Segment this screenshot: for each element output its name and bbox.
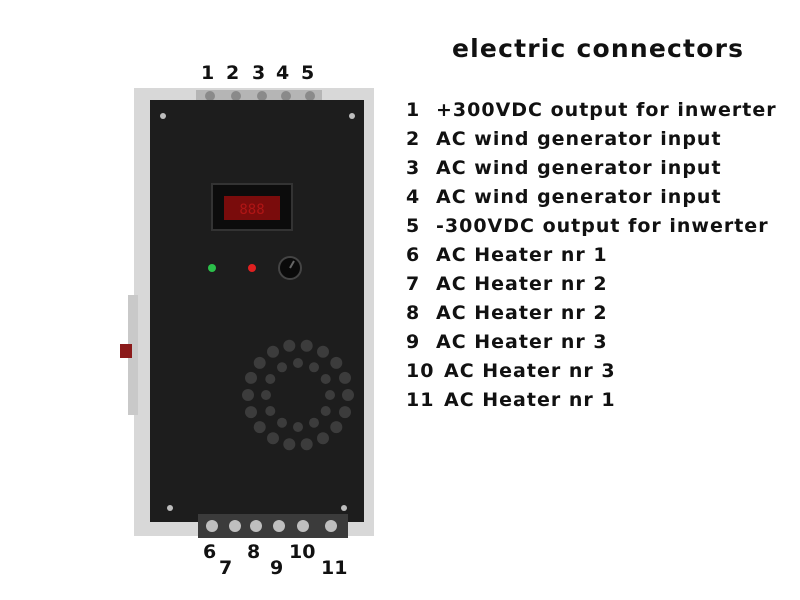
fan-hole xyxy=(265,374,276,384)
legend-item: 8 AC Heater nr 2 xyxy=(406,299,777,328)
black-panel xyxy=(150,100,364,522)
legend-text: AC Heater nr 2 xyxy=(436,273,608,295)
legend-text: AC wind generator input xyxy=(436,186,722,208)
fan-hole xyxy=(339,371,351,384)
fan-hole xyxy=(317,345,329,358)
legend-number: 1 xyxy=(406,99,421,121)
legend-number: 6 xyxy=(406,244,421,266)
top-connector-number: 1 xyxy=(201,62,215,84)
fan-grille xyxy=(242,339,354,451)
svg-text:888: 888 xyxy=(239,202,264,218)
fan-hole xyxy=(253,356,266,369)
fan-hole xyxy=(320,374,331,384)
legend-item: 10 AC Heater nr 3 xyxy=(406,357,777,386)
legend-item: 3 AC wind generator input xyxy=(406,154,777,183)
page-title: electric connectors xyxy=(452,34,745,63)
legend-number: 8 xyxy=(406,302,421,324)
fan-hole xyxy=(300,438,313,451)
bottom-connector-number: 9 xyxy=(270,557,284,579)
bottom-connector-number: 10 xyxy=(289,541,316,563)
legend-number: 7 xyxy=(406,273,421,295)
legend-item: 9 AC Heater nr 3 xyxy=(406,328,777,357)
legend-text: AC Heater nr 3 xyxy=(436,331,608,353)
legend-text: AC wind generator input xyxy=(436,128,722,150)
legend-item: 5 -300VDC output for inwerter xyxy=(406,212,777,241)
legend-item: 6 AC Heater nr 1 xyxy=(406,241,777,270)
fan-hole xyxy=(309,417,319,428)
fan-hole xyxy=(293,358,303,368)
side-switch xyxy=(120,344,132,358)
legend-item: 4 AC wind generator input xyxy=(406,183,777,212)
legend-number: 5 xyxy=(406,215,421,237)
fan-hole xyxy=(283,339,296,352)
fan-hole xyxy=(277,417,287,428)
fan-hole xyxy=(330,356,343,369)
legend-item: 1 +300VDC output for inwerter xyxy=(406,96,777,125)
fan-hole xyxy=(253,421,266,434)
legend-number: 9 xyxy=(406,331,421,353)
legend-number: 2 xyxy=(406,128,421,150)
legend-number: 10 xyxy=(406,360,435,382)
legend-text: +300VDC output for inwerter xyxy=(436,99,777,121)
bottom-connector-number: 11 xyxy=(321,557,348,579)
green-led xyxy=(208,264,216,272)
legend-text: AC Heater nr 1 xyxy=(436,244,608,266)
fan-hole xyxy=(261,390,271,400)
fan-hole xyxy=(245,371,257,384)
legend-text: AC Heater nr 1 xyxy=(444,389,616,411)
digital-display: 888 xyxy=(211,183,293,231)
fan-hole xyxy=(265,406,276,416)
fan-hole xyxy=(317,432,329,445)
top-connector-number: 5 xyxy=(301,62,315,84)
fan-hole xyxy=(245,406,257,419)
fan-hole xyxy=(267,432,279,445)
top-connector-number: 2 xyxy=(226,62,240,84)
fan-hole xyxy=(330,421,343,434)
connector-legend: 1 +300VDC output for inwerter 2 AC wind ge… xyxy=(406,96,777,415)
fan-hole xyxy=(283,438,296,451)
fan-hole xyxy=(293,422,303,432)
bottom-connector-number: 7 xyxy=(219,557,233,579)
legend-text: AC Heater nr 3 xyxy=(444,360,616,382)
legend-item: 7 AC Heater nr 2 xyxy=(406,270,777,299)
fan-hole xyxy=(267,345,279,358)
bottom-connector-number: 6 xyxy=(203,541,217,563)
legend-text: -300VDC output for inwerter xyxy=(436,215,769,237)
legend-number: 4 xyxy=(406,186,421,208)
legend-item: 2 AC wind generator input xyxy=(406,125,777,154)
fan-hole xyxy=(342,389,354,401)
fan-hole xyxy=(309,362,319,373)
legend-item: 11 AC Heater nr 1 xyxy=(406,386,777,415)
bottom-connector-number: 8 xyxy=(247,541,261,563)
fan-hole xyxy=(325,390,335,400)
bottom-terminal-block xyxy=(198,514,348,538)
legend-number: 11 xyxy=(406,389,435,411)
top-connector-number: 4 xyxy=(276,62,290,84)
fan-hole xyxy=(300,339,313,352)
legend-text: AC wind generator input xyxy=(436,157,722,179)
top-connector-number: 3 xyxy=(252,62,266,84)
legend-text: AC Heater nr 2 xyxy=(436,302,608,324)
fan-hole xyxy=(339,406,351,419)
fan-hole xyxy=(320,406,331,416)
fan-hole xyxy=(242,389,254,401)
fan-hole xyxy=(277,362,287,373)
red-led xyxy=(248,264,256,272)
legend-number: 3 xyxy=(406,157,421,179)
